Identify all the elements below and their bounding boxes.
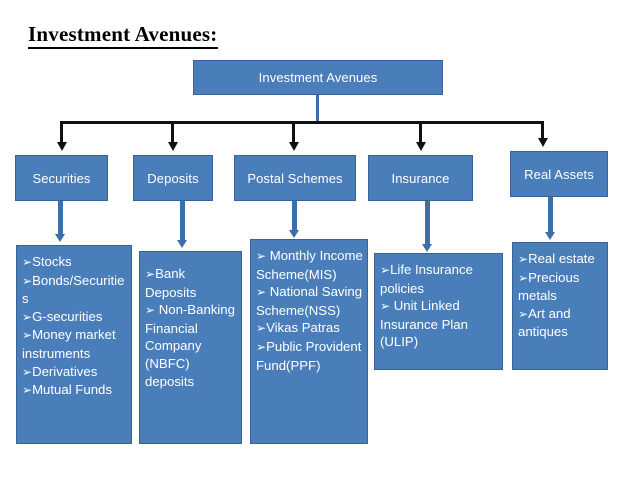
node-category-insurance[interactable]: Insurance [368, 155, 473, 201]
list-item: ➢Money market instruments [22, 327, 116, 361]
arrowhead-deposits-details-icon [177, 240, 187, 248]
list-item: ➢Stocks [22, 254, 72, 269]
bullet-arrow-icon: ➢ [256, 249, 267, 263]
bullet-arrow-icon: ➢ [145, 303, 156, 318]
arrowhead-securities-details-icon [55, 234, 65, 242]
detail-box-deposits[interactable]: ➢Bank Deposits ➢ Non-Banking Financial C… [139, 251, 242, 444]
bullet-arrow-icon: ➢ [256, 339, 267, 354]
bullet-arrow-icon: ➢ [380, 299, 391, 314]
node-root-label: Investment Avenues [258, 70, 378, 85]
list-item: ➢Derivatives [22, 363, 98, 379]
list-item: ➢ Monthly Income Scheme(MIS) [256, 248, 363, 282]
node-category-deposits[interactable]: Deposits [133, 155, 213, 201]
connector-realassets-to-details [548, 197, 553, 235]
node-category-insurance-label: Insurance [391, 170, 450, 186]
node-category-postal-schemes-label: Postal Schemes [247, 170, 343, 186]
arrowhead-deposits-icon [168, 142, 178, 151]
list-item: ➢Public Provident Fund(PPF) [256, 338, 362, 373]
list-item: ➢Vikas Patras [256, 320, 340, 336]
detail-box-insurance[interactable]: ➢Life Insurance policies ➢ Unit Linked I… [374, 253, 503, 370]
arrowhead-insurance-details-icon [422, 244, 432, 252]
list-item: ➢Art and antiques [518, 305, 571, 340]
connector-drop-postal [292, 121, 295, 143]
arrowhead-postal-icon [289, 142, 299, 151]
detail-box-postal-schemes[interactable]: ➢ Monthly Income Scheme(MIS) ➢ National … [250, 239, 368, 444]
connector-postal-to-details [292, 201, 297, 233]
connector-drop-securities [60, 121, 63, 143]
list-item: ➢Bank Deposits [145, 266, 197, 300]
bullet-arrow-icon: ➢ [518, 270, 529, 285]
list-item: ➢ Unit Linked Insurance Plan (ULIP) [380, 298, 468, 350]
connector-deposits-to-details [180, 201, 185, 243]
bullet-arrow-icon: ➢ [22, 328, 33, 343]
list-item: ➢Life Insurance policies [380, 262, 473, 296]
connector-insurance-to-details [425, 201, 430, 247]
bullet-arrow-icon: ➢ [22, 383, 33, 398]
bullet-arrow-icon: ➢ [518, 306, 529, 321]
connector-drop-realassets [541, 121, 544, 139]
node-category-postal-schemes[interactable]: Postal Schemes [234, 155, 356, 201]
detail-box-real-assets[interactable]: ➢Real estate ➢Precious metals ➢Art and a… [512, 242, 608, 370]
bullet-arrow-icon: ➢ [22, 364, 33, 379]
node-category-real-assets[interactable]: Real Assets [510, 151, 608, 197]
detail-box-securities[interactable]: ➢Stocks ➢Bonds/Securities ➢G-securities … [16, 245, 132, 444]
connector-securities-to-details [58, 201, 63, 237]
bullet-arrow-icon: ➢ [22, 255, 33, 269]
arrowhead-securities-icon [57, 142, 67, 151]
node-category-deposits-label: Deposits [147, 170, 199, 186]
page-title: Investment Avenues: [28, 22, 218, 49]
node-root[interactable]: Investment Avenues [193, 60, 443, 95]
connector-root-stem [316, 95, 319, 122]
connector-drop-deposits [171, 121, 174, 143]
node-category-real-assets-label: Real Assets [524, 166, 594, 182]
arrowhead-realassets-icon [538, 138, 548, 147]
arrowhead-postal-details-icon [289, 230, 299, 238]
node-category-securities-label: Securities [32, 170, 91, 186]
bullet-arrow-icon: ➢ [518, 252, 529, 266]
list-item: ➢G-securities [22, 308, 103, 324]
list-item: ➢Bonds/Securities [22, 272, 125, 307]
bullet-arrow-icon: ➢ [22, 273, 33, 288]
node-category-securities[interactable]: Securities [15, 155, 108, 201]
list-item: ➢ National Saving Scheme(NSS) [256, 284, 363, 318]
list-item: ➢Mutual Funds [22, 382, 112, 398]
bullet-arrow-icon: ➢ [380, 263, 391, 277]
list-item: ➢Real estate [518, 251, 595, 266]
connector-horizontal-bus [60, 121, 544, 124]
list-item: ➢ Non-Banking Financial Company (NBFC) d… [145, 302, 235, 389]
list-item: ➢Precious metals [518, 269, 580, 304]
bullet-arrow-icon: ➢ [256, 285, 267, 300]
connector-drop-insurance [419, 121, 422, 143]
bullet-arrow-icon: ➢ [145, 267, 156, 281]
bullet-arrow-icon: ➢ [22, 309, 33, 324]
arrowhead-realassets-details-icon [545, 232, 555, 240]
bullet-arrow-icon: ➢ [256, 321, 267, 336]
arrowhead-insurance-icon [416, 142, 426, 151]
